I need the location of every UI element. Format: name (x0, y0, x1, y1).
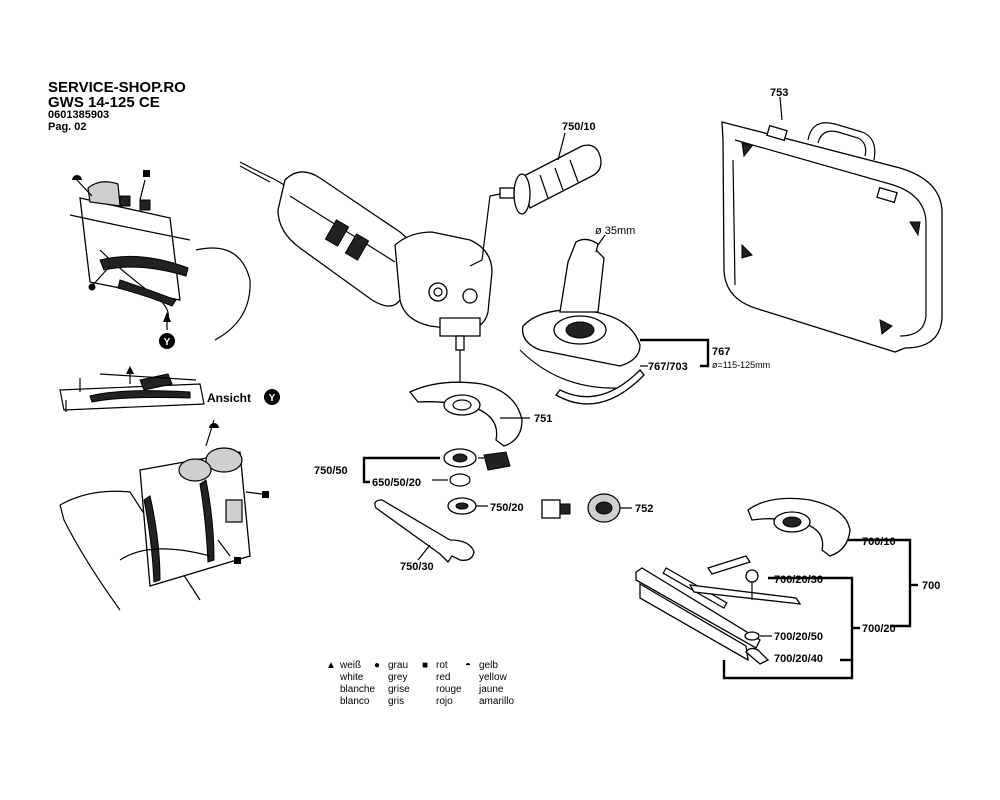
legend-grey-fr: grise (388, 684, 410, 695)
guide-carriage-drawing (635, 497, 851, 665)
red-wire-marker-3 (234, 557, 241, 564)
label-750-20: 750/20 (490, 502, 524, 514)
label-751: 751 (534, 413, 552, 425)
part-number: 0601385903 (48, 109, 110, 121)
label-700-20-50: 700/20/50 (774, 631, 823, 643)
legend-red-en: red (436, 672, 451, 683)
legend-red-fr: rouge (436, 684, 462, 695)
motor-wiring-detail-drawing (59, 419, 263, 611)
legend-white-de: weiß (340, 660, 362, 671)
label-750-30: 750/30 (400, 561, 434, 573)
legend-red-de: rot (436, 660, 448, 671)
legend-white-en: white (340, 672, 364, 683)
shop-title: SERVICE-SHOP.RO (48, 79, 186, 96)
direction-arrow-icon (163, 312, 171, 322)
legend-grey-en: grey (388, 672, 408, 683)
ansicht-y-marker (264, 389, 280, 405)
label-700-10: 700/10 (862, 536, 896, 548)
label-650-50-20: 650/50/20 (372, 477, 421, 489)
label-752: 752 (635, 503, 653, 515)
half-circle-icon: ◓ (465, 660, 472, 671)
label-750-50: 750/50 (314, 465, 348, 477)
extraction-hood-drawing (519, 234, 645, 405)
label-dia-range: ø=115-125mm (712, 360, 770, 370)
wheel-guard-drawing (408, 381, 530, 447)
red-wire-marker (143, 170, 150, 177)
page-number: Pag. 02 (48, 121, 87, 133)
red-wire-marker-2 (262, 491, 269, 498)
quick-nut-drawing (541, 493, 632, 523)
legend-red-es: rojo (436, 696, 453, 707)
label-700-20-40: 700/20/40 (774, 653, 823, 665)
view-y-letter: Y (164, 337, 171, 348)
angle-grinder-drawing (239, 161, 493, 395)
ansicht-view-drawing (59, 370, 205, 412)
legend-yellow-de: gelb (479, 660, 498, 671)
label-700: 700 (922, 580, 940, 592)
auxiliary-handle-drawing (469, 132, 602, 267)
legend-white-fr: blanche (340, 684, 376, 695)
yellow-wire-marker-2 (209, 423, 219, 428)
legend-grey-es: gris (388, 696, 405, 707)
white-wire-arrow-icon (126, 366, 134, 374)
legend-yellow-en: yellow (479, 672, 507, 683)
yellow-wire-marker (72, 175, 82, 180)
label-700-20-30: 700/20/30 (774, 574, 823, 586)
legend-white: ▲ weiß white blanche blanco (326, 660, 376, 708)
legend-red: ■ rot red rouge rojo (422, 660, 462, 708)
label-750-10: 750/10 (562, 121, 596, 133)
flange-and-nut-drawing (443, 448, 511, 515)
legend-white-es: blanco (340, 696, 370, 707)
label-767: 767 (712, 346, 730, 358)
switch-wiring-detail-drawing (69, 177, 251, 341)
circle-icon: ● (374, 660, 381, 671)
ansicht-y-letter: Y (269, 393, 276, 404)
label-753: 753 (770, 87, 788, 99)
label-767-703: 767/703 (648, 361, 688, 373)
label-dia-35: ø 35mm (595, 225, 635, 237)
label-700-20: 700/20 (862, 623, 896, 635)
view-y-marker (159, 333, 175, 349)
grey-wire-marker (88, 283, 96, 291)
legend-yellow-es: amarillo (479, 696, 515, 707)
square-icon: ■ (422, 660, 429, 671)
two-pin-spanner-drawing (374, 499, 475, 564)
legend-yellow: ◓ gelb yellow jaune amarillo (465, 660, 515, 708)
model-title: GWS 14-125 CE (48, 94, 160, 111)
triangle-icon: ▲ (326, 660, 336, 671)
legend-grey-de: grau (388, 660, 409, 671)
ansicht-label: Ansicht (207, 391, 251, 405)
legend-yellow-fr: jaune (479, 684, 504, 695)
carry-case-drawing (721, 96, 943, 353)
legend-grey: ● grau grey grise gris (374, 660, 410, 708)
